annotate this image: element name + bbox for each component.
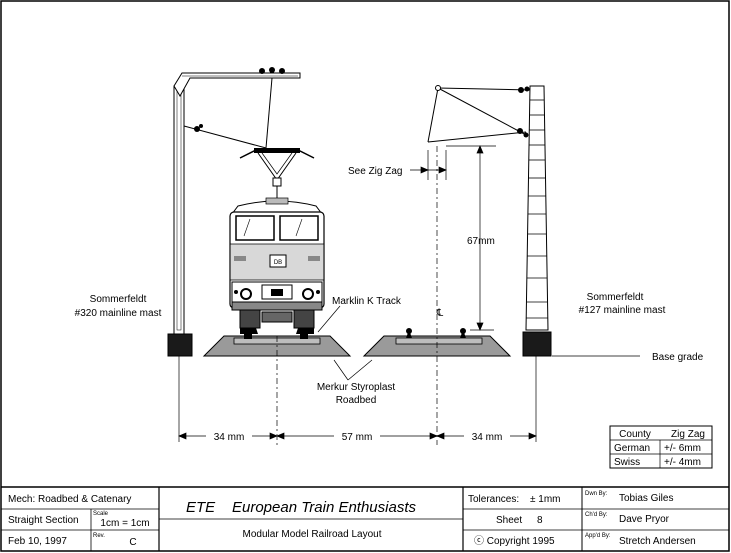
chkd-value: Dave Pryor <box>619 514 670 525</box>
title-full: European Train Enthusiasts <box>232 499 416 516</box>
subtitle: Modular Model Railroad Layout <box>243 529 382 540</box>
zigzag-label: See Zig Zag <box>348 166 402 177</box>
tolerances-value: ± 1mm <box>530 494 561 505</box>
left-mast-label-1: Sommerfeldt <box>90 294 147 305</box>
appd-value: Stretch Andersen <box>619 536 696 547</box>
title-abbr: ETE <box>186 499 216 516</box>
right-mast-label-1: Sommerfeldt <box>587 292 644 303</box>
track-label: Marklin K Track <box>332 296 402 307</box>
mech-label: Mech: Roadbed & Catenary <box>8 494 131 505</box>
dim-right: 34 mm <box>472 432 503 443</box>
scale-value: 1cm = 1cm <box>100 518 149 529</box>
title-block: Mech: Roadbed & Catenary Straight Sectio… <box>1 486 729 551</box>
date-label: Feb 10, 1997 <box>8 536 67 547</box>
table-row-german-county: German <box>614 443 650 454</box>
left-mast <box>167 67 301 357</box>
table-row-swiss-county: Swiss <box>614 457 640 468</box>
scale-caption: Scale <box>93 511 109 517</box>
locomotive: DB <box>229 197 325 334</box>
centerline-symbol: ℄ <box>436 308 444 319</box>
centerlines <box>276 146 438 445</box>
right-mast <box>427 85 552 357</box>
copyright: ⓒ Copyright 1995 <box>474 535 555 547</box>
appd-caption: App'd By: <box>585 533 611 539</box>
section-label: Straight Section <box>8 515 79 526</box>
height-label: 67mm <box>467 236 495 247</box>
roadbed-label-2: Roadbed <box>336 395 377 406</box>
table-row-swiss-value: +/- 4mm <box>664 457 701 468</box>
loco-badge: DB <box>274 260 282 266</box>
dwn-value: Tobias Giles <box>619 493 673 504</box>
table-header-zigzag: Zig Zag <box>671 429 705 440</box>
left-mast-label-2: #320 mainline mast <box>75 308 162 319</box>
roadbed-label-1: Merkur Styroplast <box>317 382 396 393</box>
sheet-value: 8 <box>537 515 543 526</box>
dwn-caption: Dwn By: <box>585 491 608 497</box>
dim-left: 34 mm <box>214 432 245 443</box>
base-grade-label: Base grade <box>652 352 704 363</box>
right-mast-label-2: #127 mainline mast <box>579 305 666 316</box>
rev-value: C <box>129 537 136 548</box>
rev-caption: Rev. <box>93 533 105 539</box>
chkd-caption: Ch'd By: <box>585 512 608 518</box>
pantograph <box>239 148 315 199</box>
table-header-county: County <box>619 429 651 440</box>
tolerances-label: Tolerances: <box>468 494 519 505</box>
dim-middle: 57 mm <box>342 432 373 443</box>
sheet-label: Sheet <box>496 515 522 526</box>
zigzag-table: County Zig Zag German +/- 6mm Swiss +/- … <box>609 425 713 469</box>
table-row-german-value: +/- 6mm <box>664 443 701 454</box>
